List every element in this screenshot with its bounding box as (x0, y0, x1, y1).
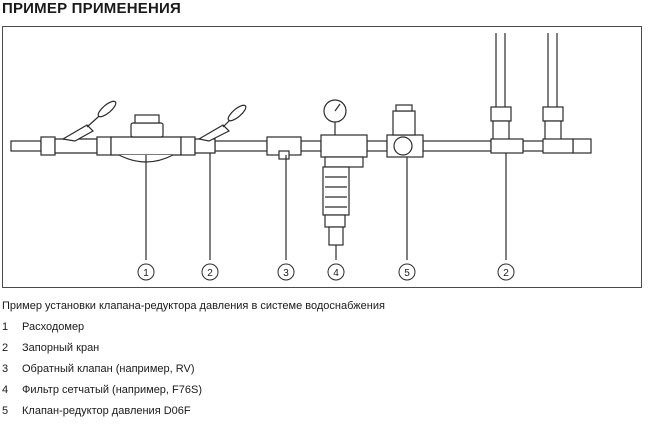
legend-number: 3 (2, 363, 9, 375)
callout-2a (201, 263, 219, 281)
gate-valve-left (40, 100, 117, 156)
callout-label: 1 (143, 268, 149, 279)
callout-5 (398, 263, 416, 281)
pressure-reducer (386, 104, 424, 260)
legend-number: 2 (2, 342, 9, 354)
callout-label: 3 (283, 268, 289, 279)
gate-valve-right (194, 104, 247, 260)
callout-4 (327, 263, 345, 281)
page-title: ПРИМЕР ПРИМЕНЕНИЯ (2, 0, 181, 17)
legend-item: 4 Фильтр сетчатый (например, F76S) (2, 384, 202, 405)
filter-with-gauge (320, 99, 368, 260)
callout-3 (277, 263, 295, 281)
callout-label: 5 (404, 268, 410, 279)
legend-item: 1 Расходомер (2, 321, 202, 342)
callout-label: 2 (207, 268, 213, 279)
legend-item: 2 Запорный кран (2, 342, 202, 363)
water-meter (110, 114, 196, 260)
branch-pipes (490, 33, 574, 260)
diagram-caption: Пример установки клапана-редуктора давле… (2, 300, 385, 312)
main-pipe (10, 138, 592, 154)
legend-text: Фильтр сетчатый (например, F76S) (22, 384, 202, 396)
callout-1 (137, 263, 155, 281)
check-valve (266, 136, 302, 260)
legend-text: Клапан-редуктор давления D06F (22, 405, 191, 417)
callout-2b (497, 263, 515, 281)
legend-number: 1 (2, 321, 9, 333)
legend-item: 5 Клапан-редуктор давления D06F (2, 405, 202, 426)
legend-text: Обратный клапан (например, RV) (22, 363, 195, 375)
legend-number: 5 (2, 405, 9, 417)
legend-item: 3 Обратный клапан (например, RV) (2, 363, 202, 384)
pipeline-drawing: 1 2 3 4 5 2 (10, 33, 592, 281)
legend-number: 4 (2, 384, 9, 396)
callout-label: 2 (503, 268, 509, 279)
installation-diagram: 1 2 3 4 5 2 (2, 26, 642, 288)
callout-markers (137, 263, 515, 281)
callout-label: 4 (333, 268, 339, 279)
legend-text: Запорный кран (22, 342, 100, 354)
legend-list: 1 Расходомер 2 Запорный кран 3 Обратный … (2, 321, 202, 426)
legend-text: Расходомер (22, 321, 85, 333)
